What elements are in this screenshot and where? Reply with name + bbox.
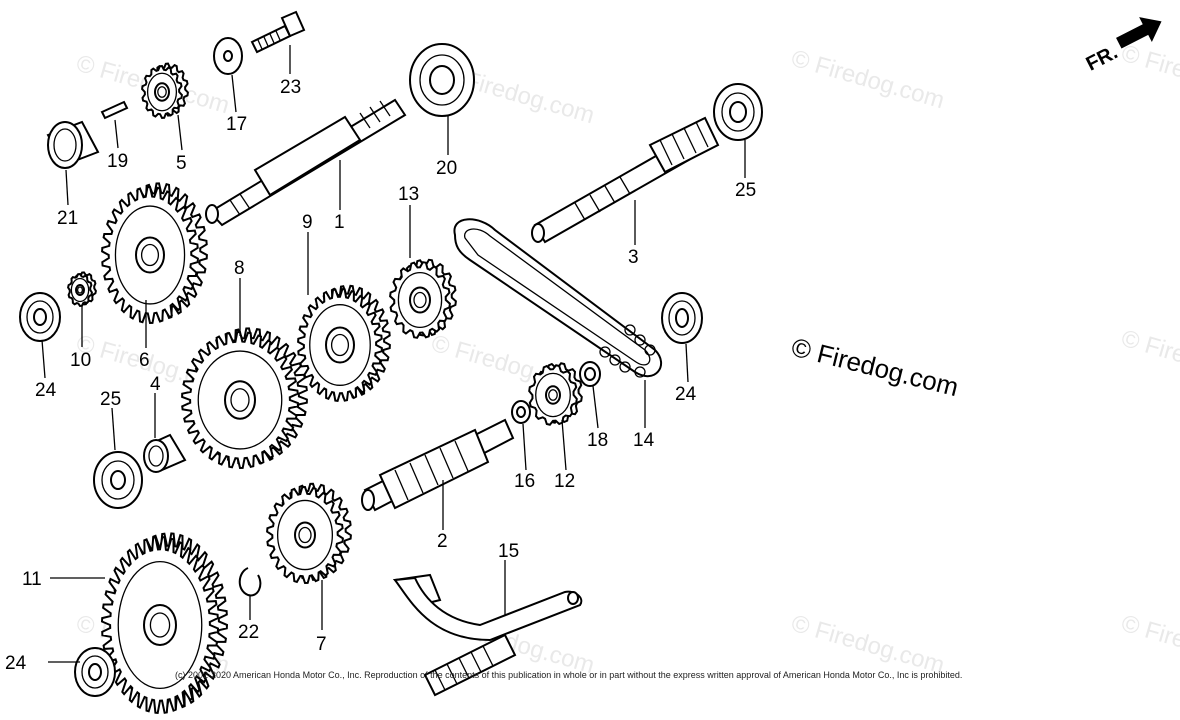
gear-13-bore (413, 291, 427, 309)
gear-12 (528, 362, 583, 426)
part-label-2: 2 (437, 531, 448, 552)
gear-8-web (197, 350, 283, 450)
part-label-4: 4 (150, 374, 161, 395)
bearing-20 (409, 43, 475, 117)
part-label-8: 8 (234, 258, 245, 279)
circlip-22 (238, 567, 262, 597)
gear-7-bore (298, 526, 312, 544)
part-label-24-right: 24 (675, 384, 697, 405)
gear-10 (67, 271, 97, 308)
part-label-22: 22 (238, 622, 259, 643)
gear-set (67, 62, 583, 714)
gear-10-bore (76, 286, 84, 294)
part-label-13: 13 (398, 184, 419, 205)
gear-8-hub (224, 380, 256, 420)
bearing-24-left (19, 292, 61, 342)
shift-shaft-15 (392, 573, 583, 697)
gear-10-web (70, 277, 90, 303)
bushing-21 (46, 120, 100, 169)
part-label-21: 21 (57, 208, 78, 229)
gear-5-bore (157, 86, 167, 98)
part-label-15: 15 (498, 541, 519, 562)
part-label-20: 20 (436, 158, 457, 179)
gear-11-hub (143, 604, 177, 646)
gear-13-web (397, 271, 443, 329)
bearing-25-lower (93, 451, 143, 509)
gear-11 (100, 532, 229, 714)
gear-6-hub (135, 236, 165, 274)
part-label-14: 14 (633, 430, 655, 451)
part-label-5: 5 (176, 153, 187, 174)
part-label-25-lower: 25 (100, 389, 121, 410)
bushing-4 (143, 433, 187, 473)
part-labels: 23 17 5 19 21 1 20 25 3 13 9 8 6 10 24 4… (5, 77, 756, 674)
gear-12-hub (545, 385, 561, 405)
gear-6 (101, 182, 208, 325)
part-label-12: 12 (554, 471, 575, 492)
part-label-9: 9 (302, 212, 313, 233)
small-parts (19, 10, 763, 697)
part-label-17: 17 (226, 114, 247, 135)
part-label-1: 1 (334, 212, 345, 233)
watermark-text: © Firedog.com (1118, 325, 1180, 394)
pin-19 (100, 100, 129, 120)
part-label-19: 19 (107, 151, 128, 172)
leader-lines (41, 45, 746, 663)
part-label-3: 3 (628, 247, 639, 268)
arrow-icon (1116, 17, 1162, 49)
watermark-text: © Firedog.com (1118, 40, 1180, 109)
part-label-6: 6 (139, 350, 150, 371)
gear-6-web (114, 205, 186, 305)
gear-7-web (276, 499, 334, 571)
bearing-24-right (661, 292, 703, 344)
drive-chain-14 (453, 218, 662, 378)
part-label-25-upper: 25 (735, 180, 756, 201)
gear-12-web (535, 372, 571, 418)
gear-13-hub (409, 286, 431, 314)
part-label-11: 11 (22, 569, 42, 590)
part-label-18: 18 (587, 430, 608, 451)
front-direction-label: FR. (1083, 41, 1122, 75)
gear-6-bore (140, 243, 160, 267)
watermark-text: © Firedog.com (1118, 610, 1180, 679)
gear-5-web (146, 72, 178, 112)
part-label-7: 7 (316, 634, 327, 655)
gear-5-hub (154, 82, 170, 102)
gear-8-bore (230, 388, 250, 412)
gear-11-web (117, 560, 203, 690)
gear-11-bore (149, 612, 171, 638)
gear-5 (141, 62, 189, 120)
gear-13 (389, 258, 457, 339)
gear-9-web (309, 304, 371, 386)
watermark-text: © Firedog.com (788, 45, 947, 114)
gear-9-hub (325, 326, 355, 364)
part-label-10: 10 (70, 350, 91, 371)
part-label-23: 23 (280, 77, 301, 98)
washer-16 (511, 400, 531, 424)
shaft-3 (531, 116, 720, 244)
gear-8 (181, 327, 308, 470)
gear-12-bore (548, 389, 558, 401)
gear-9-bore (330, 333, 350, 357)
watermark-text: © Firedog.com (788, 610, 947, 679)
bearing-25-upper (713, 83, 763, 141)
gear-7-hub (294, 521, 316, 549)
shaft-1 (205, 98, 407, 227)
part-label-24-bottom: 24 (5, 653, 27, 674)
gear-9 (297, 284, 391, 403)
shaft-2 (361, 418, 515, 512)
bolt-23 (250, 10, 306, 54)
gear-7 (266, 482, 352, 585)
part-label-24-left: 24 (35, 380, 57, 401)
washer-18 (579, 361, 601, 387)
part-label-16: 16 (514, 471, 535, 492)
copyright-notice: (c) 2002-2020 American Honda Motor Co., … (175, 670, 962, 680)
washer-17 (213, 37, 243, 75)
firedog-watermark: © Firedog.com (789, 332, 962, 402)
bearing-24-bottom (74, 647, 116, 697)
